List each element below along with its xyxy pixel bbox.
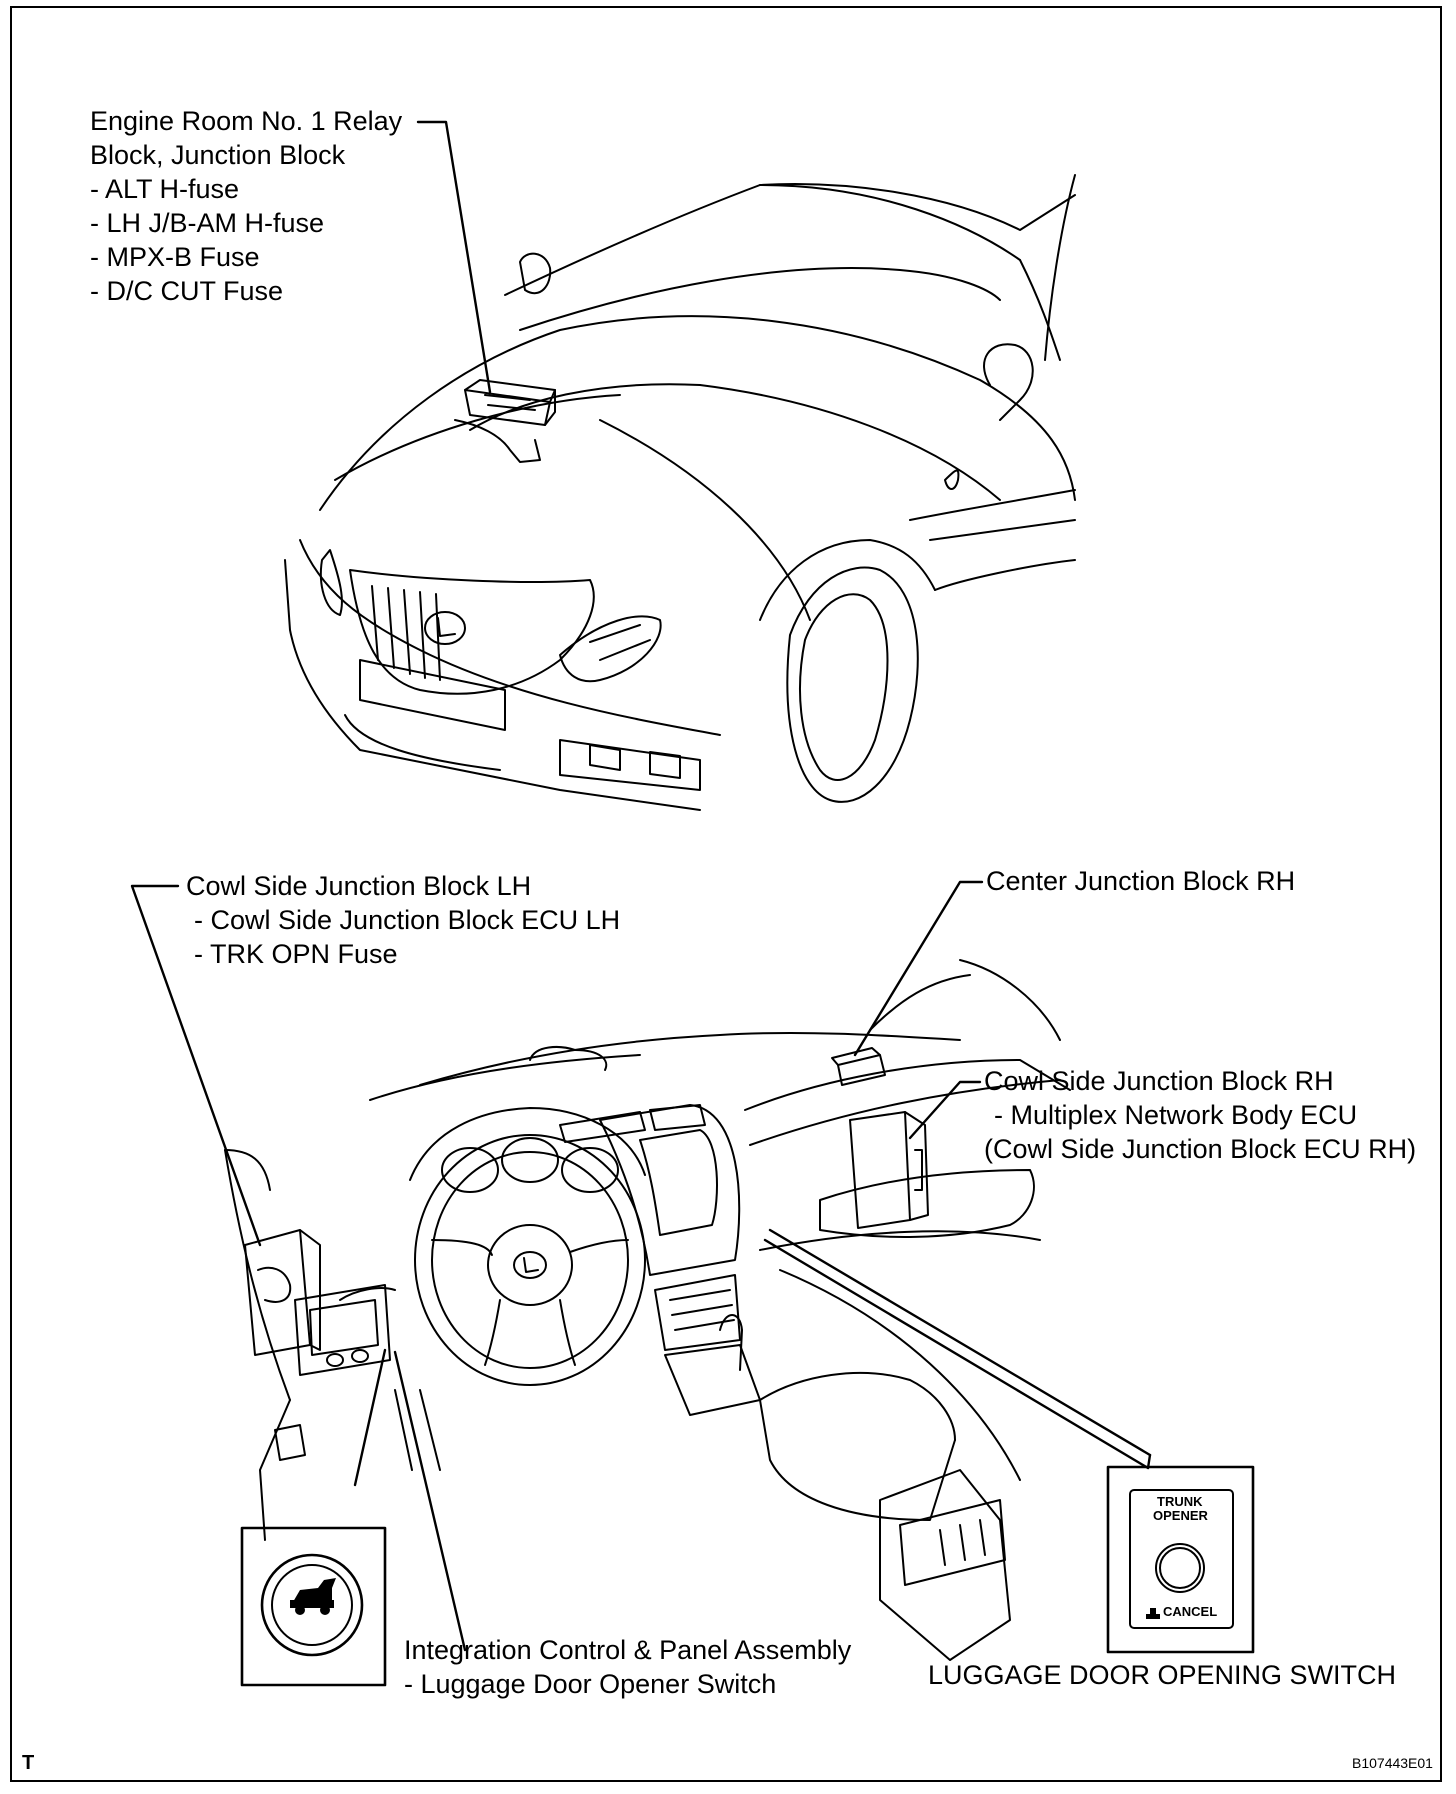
switch-text-trunk: TRUNK	[1157, 1494, 1203, 1509]
engine-room-item: - D/C CUT Fuse	[90, 276, 284, 306]
leader-integration-a	[353, 1348, 387, 1487]
leader-switch-a	[763, 1238, 1150, 1470]
luggage-opener-button-inset	[240, 1526, 387, 1687]
cowl-lh-item: - TRK OPN Fuse	[194, 939, 398, 969]
engine-room-label: Engine Room No. 1 Relay Block, Junction …	[90, 104, 402, 308]
interior-illustration	[224, 959, 1071, 1661]
integration-title: Integration Control & Panel Assembly	[404, 1635, 852, 1665]
cowl-rh-label: Cowl Side Junction Block RH - Multiplex …	[984, 1064, 1416, 1166]
trunk-car-icon	[290, 1578, 336, 1615]
luggage-door-switch-caption: LUGGAGE DOOR OPENING SWITCH	[928, 1660, 1397, 1690]
switch-text-opener: OPENER	[1153, 1508, 1208, 1523]
cancel-icon	[1146, 1608, 1160, 1619]
leader-engine-room	[416, 120, 492, 394]
center-rh-title: Center Junction Block RH	[986, 866, 1296, 896]
trunk-opener-switch-inset	[1106, 1465, 1255, 1654]
engine-room-item: - ALT H-fuse	[90, 174, 240, 204]
leader-cowl-lh	[130, 884, 262, 1247]
center-rh-label: Center Junction Block RH	[986, 864, 1295, 898]
integration-label: Integration Control & Panel Assembly - L…	[404, 1633, 851, 1701]
engine-room-title-2: Block, Junction Block	[90, 140, 346, 170]
engine-room-item: - LH J/B-AM H-fuse	[90, 208, 325, 238]
car-illustration	[284, 174, 1076, 811]
leader-lines	[130, 120, 1152, 1652]
leader-center-rh	[853, 880, 984, 1057]
leader-integration-b	[393, 1350, 467, 1652]
cowl-lh-label: Cowl Side Junction Block LH - Cowl Side …	[186, 869, 620, 971]
cowl-rh-item: - Multiplex Network Body ECU	[994, 1100, 1358, 1130]
figure-id: B107443E01	[1352, 1755, 1433, 1771]
cowl-lh-item: - Cowl Side Junction Block ECU LH	[194, 905, 621, 935]
corner-mark: T	[22, 1752, 35, 1774]
switch-text-cancel: CANCEL	[1163, 1604, 1218, 1619]
engine-room-item: - MPX-B Fuse	[90, 242, 260, 272]
cowl-rh-item: (Cowl Side Junction Block ECU RH)	[984, 1134, 1417, 1164]
leader-cowl-rh	[908, 1080, 982, 1140]
cowl-rh-title: Cowl Side Junction Block RH	[984, 1066, 1334, 1096]
engine-room-title-1: Engine Room No. 1 Relay	[90, 106, 403, 136]
leader-switch-b	[768, 1228, 1152, 1457]
cowl-lh-title: Cowl Side Junction Block LH	[186, 871, 532, 901]
integration-item: - Luggage Door Opener Switch	[404, 1669, 777, 1699]
diagram-frame	[10, 6, 1442, 1782]
